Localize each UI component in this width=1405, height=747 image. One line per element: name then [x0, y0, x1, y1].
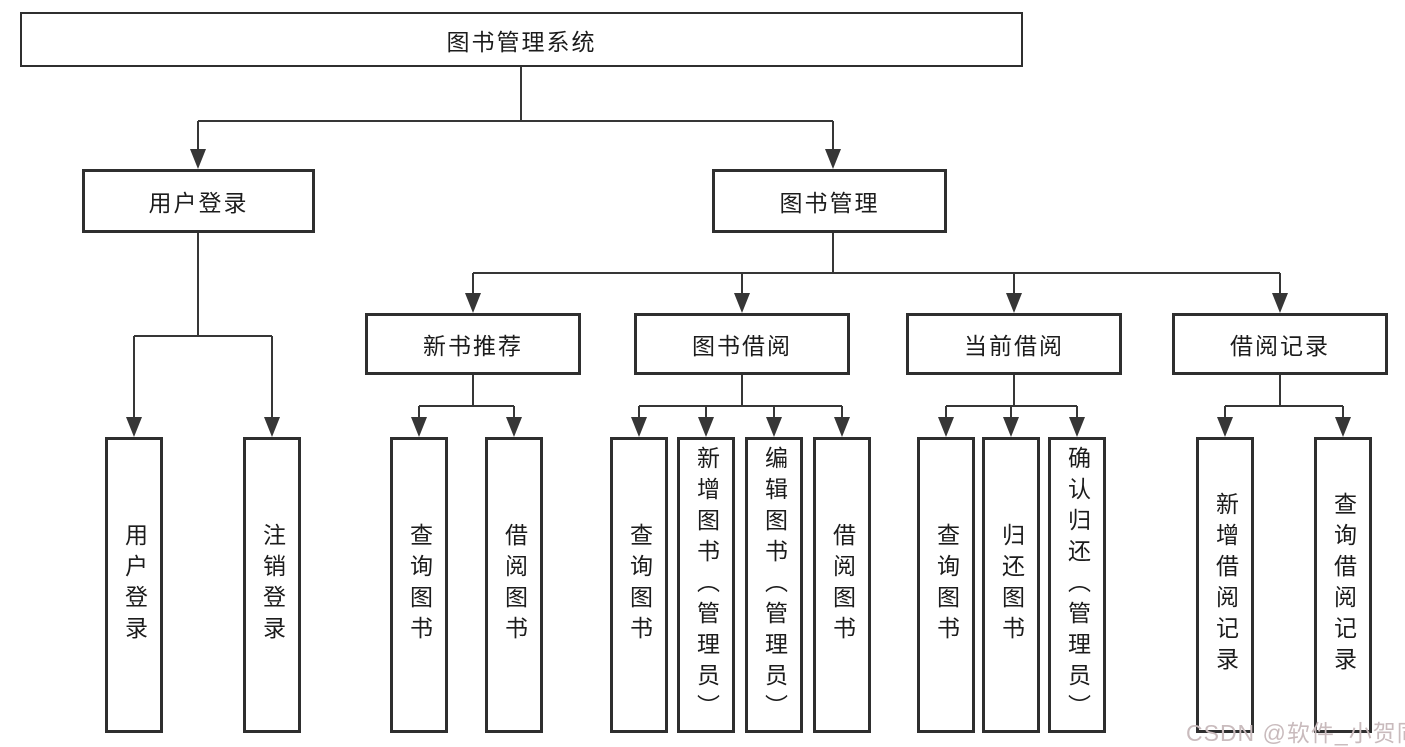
node-book-management: 图书管理 — [712, 169, 947, 233]
leaf-label: 注销登录 — [259, 523, 286, 647]
arrowhead — [411, 417, 427, 437]
arrowhead — [1003, 417, 1019, 437]
arrowhead — [631, 417, 647, 437]
node-book-borrow: 图书借阅 — [634, 313, 850, 375]
arrowhead — [190, 149, 206, 169]
leaf-current-return-book: 归还图书 — [982, 437, 1040, 733]
node-user-login: 用户登录 — [82, 169, 315, 233]
arrowhead — [1069, 417, 1085, 437]
arrowhead — [1272, 293, 1288, 313]
leaf-label: 编辑图书（管理员） — [761, 445, 788, 725]
leaf-borrow-query-book: 查询图书 — [610, 437, 668, 733]
arrowhead — [1006, 293, 1022, 313]
node-new-book-recommend: 新书推荐 — [365, 313, 581, 375]
leaf-current-query-book: 查询图书 — [917, 437, 975, 733]
leaf-current-confirm-return-admin: 确认归还（管理员） — [1048, 437, 1106, 733]
leaf-user-login: 用户登录 — [105, 437, 163, 733]
leaf-label: 查询图书 — [626, 523, 653, 647]
leaf-label: 确认归还（管理员） — [1064, 445, 1091, 725]
leaf-label: 查询图书 — [406, 523, 433, 647]
node-root-system: 图书管理系统 — [20, 12, 1023, 67]
leaf-record-query: 查询借阅记录 — [1314, 437, 1372, 733]
leaf-logout: 注销登录 — [243, 437, 301, 733]
leaf-recommend-query-book: 查询图书 — [390, 437, 448, 733]
leaf-label: 归还图书 — [998, 523, 1025, 647]
leaf-label: 新增借阅记录 — [1212, 492, 1239, 678]
leaf-borrow-edit-book-admin: 编辑图书（管理员） — [745, 437, 803, 733]
leaf-label: 新增图书（管理员） — [693, 445, 720, 725]
leaf-label: 借阅图书 — [829, 523, 856, 647]
arrowhead — [834, 417, 850, 437]
leaf-label: 查询图书 — [933, 523, 960, 647]
arrowhead — [506, 417, 522, 437]
arrowhead — [825, 149, 841, 169]
arrowhead — [465, 293, 481, 313]
leaf-recommend-borrow-book: 借阅图书 — [485, 437, 543, 733]
arrowhead — [766, 417, 782, 437]
leaf-borrow-add-book-admin: 新增图书（管理员） — [677, 437, 735, 733]
leaf-label: 查询借阅记录 — [1330, 492, 1357, 678]
csdn-watermark: CSDN @软件_小贺同学 — [1186, 720, 1405, 746]
leaf-borrow-borrow-book: 借阅图书 — [813, 437, 871, 733]
node-current-borrow: 当前借阅 — [906, 313, 1122, 375]
arrowhead — [734, 293, 750, 313]
leaf-label: 用户登录 — [121, 523, 148, 647]
arrowhead — [698, 417, 714, 437]
arrowhead — [126, 417, 142, 437]
leaf-label: 借阅图书 — [501, 523, 528, 647]
arrowhead — [938, 417, 954, 437]
arrowhead — [1217, 417, 1233, 437]
arrowhead — [1335, 417, 1351, 437]
arrowhead — [264, 417, 280, 437]
leaf-record-add: 新增借阅记录 — [1196, 437, 1254, 733]
node-borrow-record: 借阅记录 — [1172, 313, 1388, 375]
